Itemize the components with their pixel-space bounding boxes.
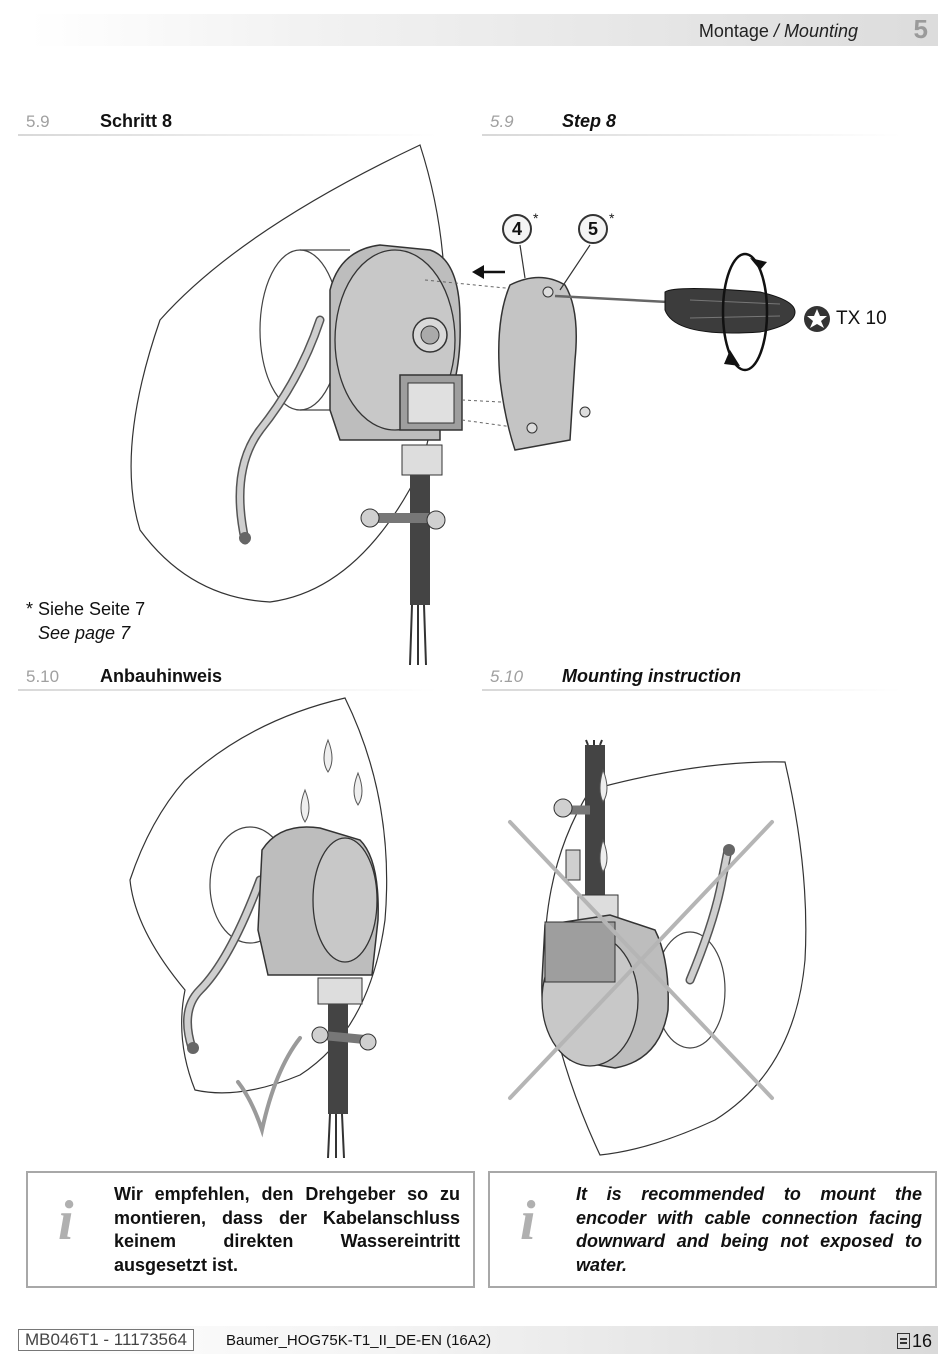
chapter-number: 5 [913,14,928,44]
step8-illustration [130,144,830,666]
footnote-en: See page 7 [38,623,131,643]
document-code: MB046T1 - 11173564 [18,1329,194,1351]
cross-icon [508,820,774,1100]
page-number: 16 [911,1331,932,1351]
callout-5: 5 [578,214,608,244]
section-number-de: 5.10 [26,667,60,686]
torx-icon [804,306,830,332]
header-title: Montage / Mounting [698,21,858,41]
callout-4: 4 [502,214,532,244]
section-title-de: Anbauhinweis [100,666,223,686]
checkmark-icon [236,1036,302,1138]
callout-star: * [609,210,615,226]
section-title-en: Step 8 [562,111,617,131]
correct-mounting-illustration [129,697,388,1159]
info-icon: i [58,1190,74,1252]
document-filename: Baumer_HOG75K-T1_II_DE-EN (16A2) [226,1332,492,1349]
footnote-de: * Siehe Seite 7 [26,599,146,619]
callout-star: * [533,210,539,226]
info-text-en: It is recommended to mount the encoder w… [576,1184,922,1275]
info-box-de: i Wir empfehlen, den Drehgeber so zu mon… [26,1171,475,1288]
incorrect-mounting-illustration [508,739,807,1156]
info-icon: i [520,1190,536,1252]
section-rule [482,134,902,136]
tool-size-label: TX 10 [836,308,887,329]
header-bar [30,14,938,46]
section-title-en: Mounting instruction [562,666,741,686]
section-number-en: 5.9 [490,112,514,131]
section-rule [18,689,438,691]
section-rule [482,689,902,691]
info-text-de: Wir empfehlen, den Drehgeber so zu monti… [114,1184,460,1275]
page-icon [897,1333,910,1349]
section-title-de: Schritt 8 [100,111,173,131]
section-number-en: 5.10 [490,667,524,686]
section-rule [18,134,438,136]
info-box-en: i It is recommended to mount the encoder… [488,1171,937,1288]
section-number-de: 5.9 [26,112,50,131]
